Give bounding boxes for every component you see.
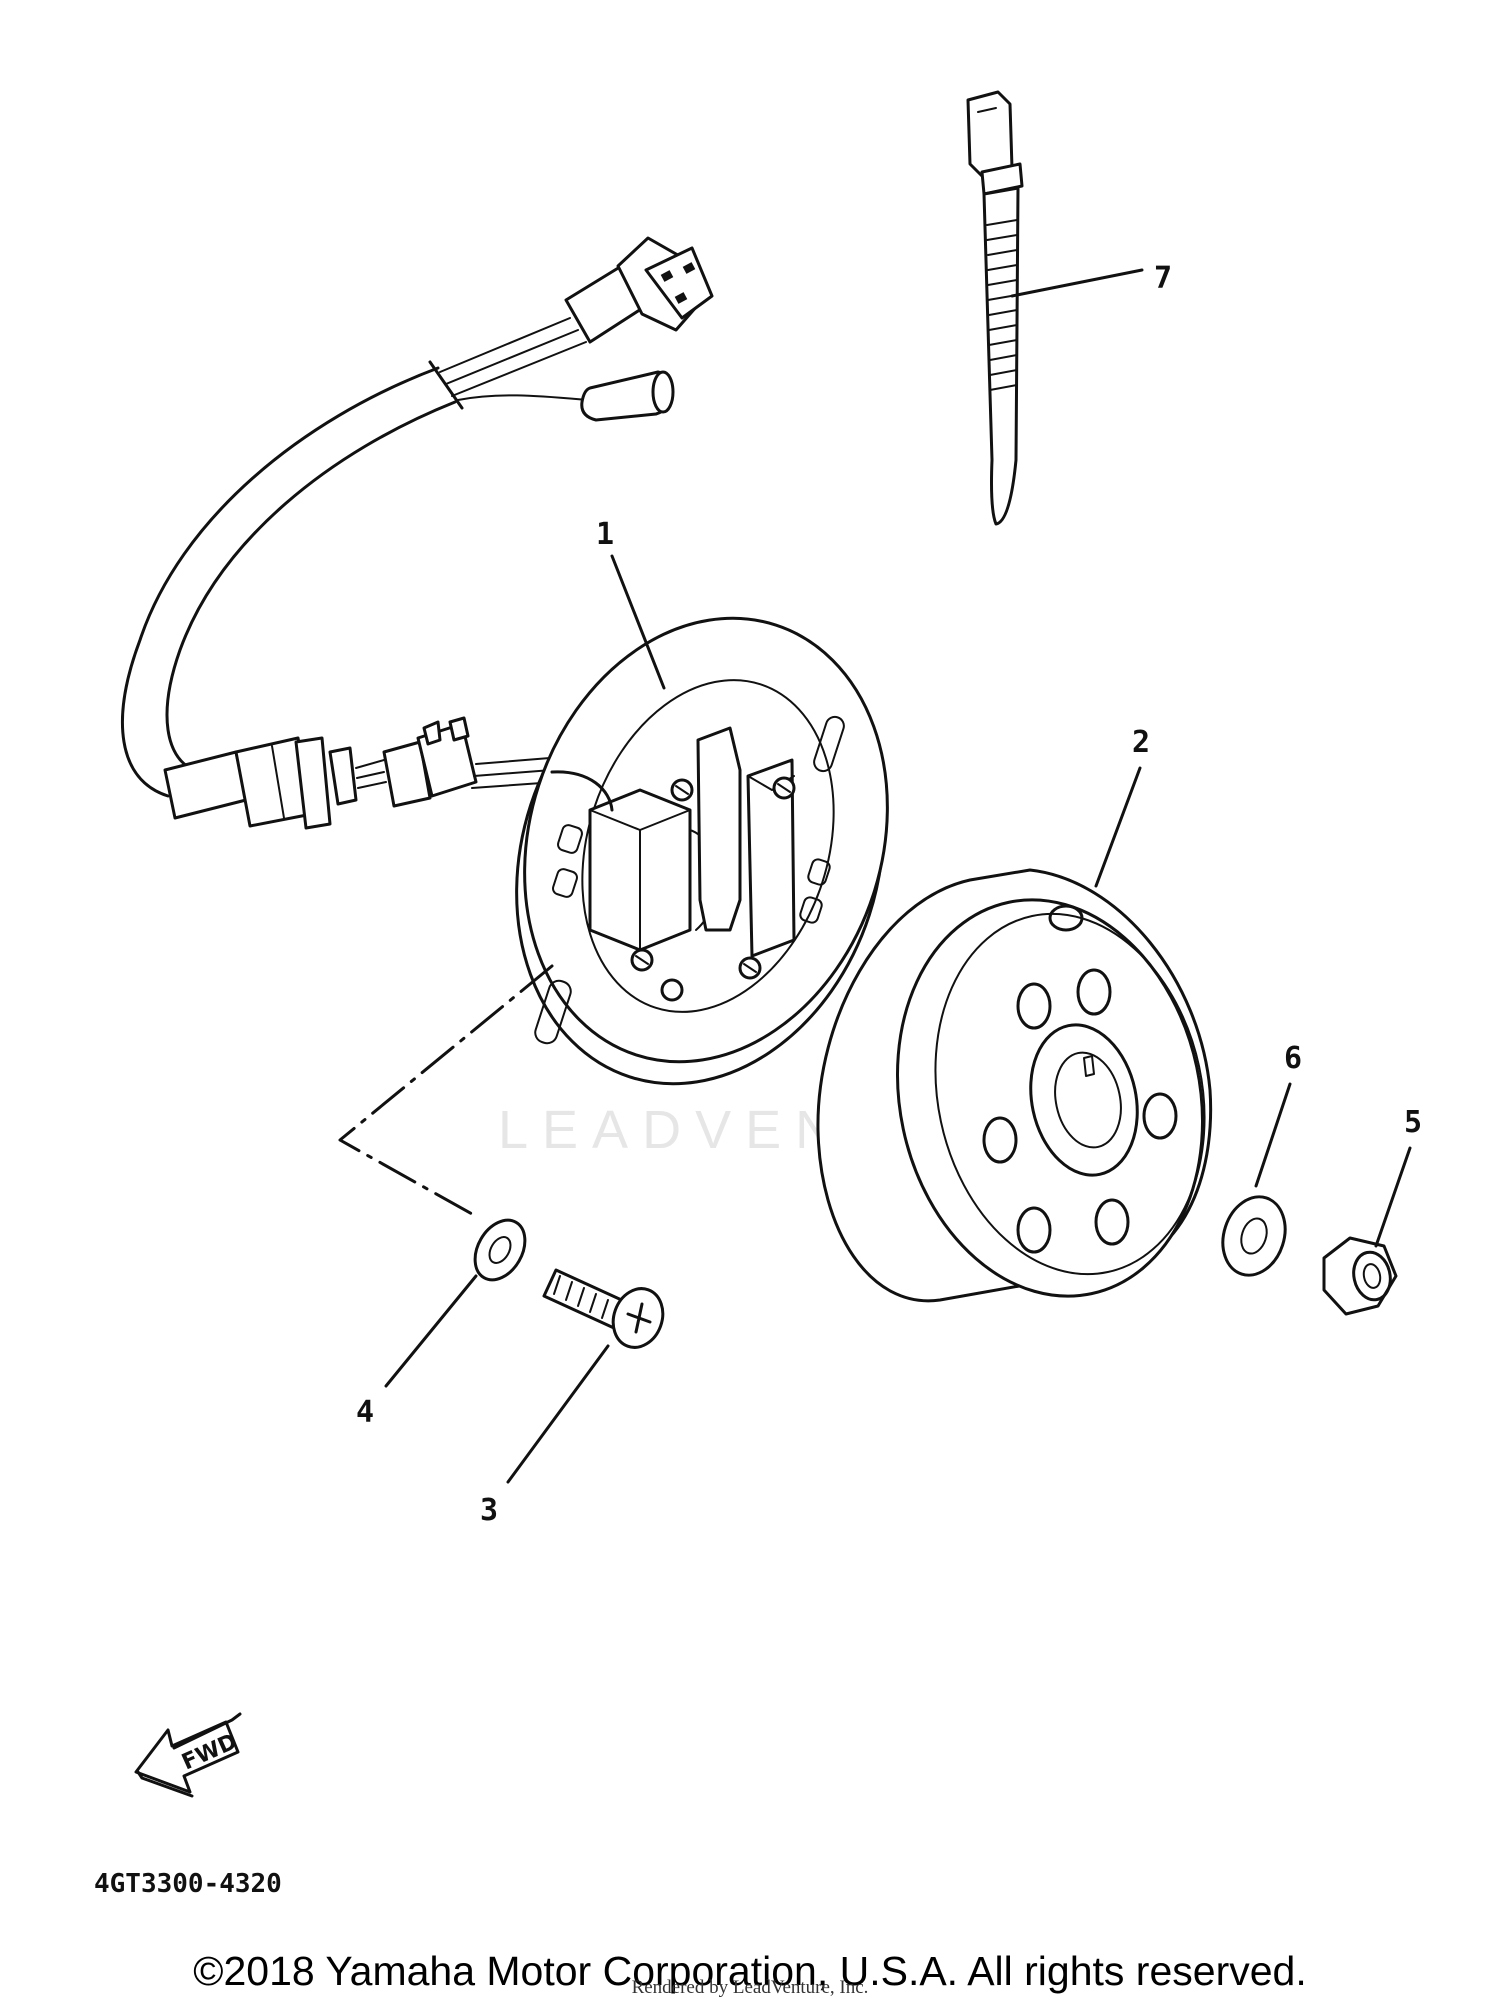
callout-7: 7 [1154, 261, 1172, 296]
washer-6-part[interactable] [1213, 1082, 1295, 1283]
wire-sleeve[interactable] [580, 370, 675, 422]
callout-2: 2 [1132, 725, 1150, 760]
diagram-code: 4GT3300-4320 [94, 1869, 282, 1899]
callout-labels: 1 2 3 4 5 6 7 [356, 261, 1422, 1528]
three-pin-connector[interactable] [564, 236, 714, 344]
cable-tie-part[interactable] [966, 90, 1144, 526]
callout-5: 5 [1404, 1105, 1422, 1140]
callout-3: 3 [480, 1493, 498, 1528]
stator-plate-part[interactable] [338, 554, 943, 1216]
callout-4: 4 [356, 1395, 374, 1430]
callout-1: 1 [596, 517, 614, 552]
wire-harness [120, 317, 589, 798]
rendered-by-notice: Rendered by LeadVenture, Inc. [631, 1977, 869, 1998]
fwd-arrow-icon: FWD [134, 1712, 242, 1798]
copyright-notice: ©2018 Yamaha Motor Corporation, U.S.A. A… [193, 1948, 1307, 1994]
callout-6: 6 [1284, 1041, 1302, 1076]
washer-4-part[interactable] [384, 1211, 535, 1388]
flywheel-rotor-part[interactable] [816, 766, 1238, 1325]
inline-connector[interactable] [163, 716, 557, 830]
nut-part[interactable] [1322, 1146, 1412, 1316]
screw-part[interactable] [506, 1268, 671, 1484]
